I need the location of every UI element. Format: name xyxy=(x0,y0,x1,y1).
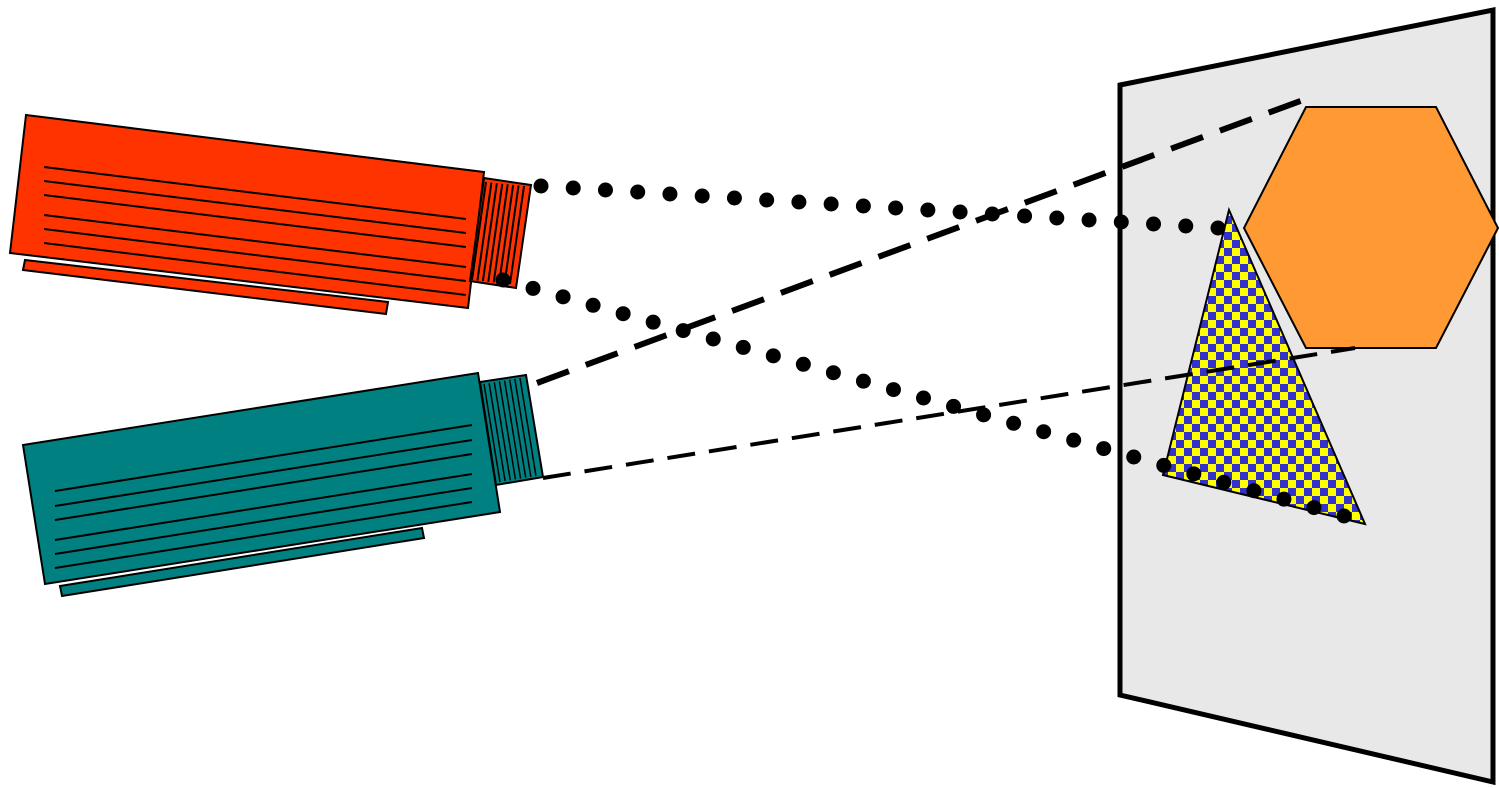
teal-vent-line xyxy=(54,501,473,569)
teal-lens-grille-line xyxy=(508,379,527,478)
teal-lens-grille-line xyxy=(483,383,501,483)
red-lens-grille-line xyxy=(481,183,498,282)
red-beam-bottom-dot xyxy=(1216,474,1232,490)
red-beam-bottom-dotted xyxy=(495,272,1352,524)
red-lens-grille-line xyxy=(509,185,525,285)
red-beam-top-dot xyxy=(791,194,807,210)
red-lens-grille-line xyxy=(503,185,520,284)
red-beam-bottom-dot xyxy=(1066,432,1082,448)
checkered-triangle-shape xyxy=(1161,206,1367,526)
teal-lens-grille-line xyxy=(493,382,512,481)
red-beam-bottom-dot xyxy=(615,306,631,322)
red-beam-top-dot xyxy=(759,192,775,208)
red-beam-top-dot xyxy=(565,180,581,196)
red-lens-grille-line xyxy=(492,184,509,283)
red-projector-vents xyxy=(43,166,467,296)
red-beam-top-dot xyxy=(533,178,549,194)
red-beam-bottom-dot xyxy=(735,339,751,355)
red-projector-base xyxy=(21,258,390,316)
red-beam-top-dot xyxy=(1081,212,1097,228)
teal-lens-grille-line xyxy=(514,378,532,477)
teal-beam-top-dashed xyxy=(535,97,1305,386)
red-beam-top-dot xyxy=(1146,216,1162,232)
red-beam-bottom-dot xyxy=(525,280,541,296)
red-beam-bottom-dot xyxy=(1306,500,1322,516)
red-lens-grille-line xyxy=(487,183,504,282)
red-beam-bottom-dot xyxy=(946,398,962,414)
red-beam-top-dot xyxy=(1113,214,1129,230)
red-beam-bottom-dot xyxy=(1126,449,1142,465)
red-beam-top-dot xyxy=(1017,208,1033,224)
red-projector xyxy=(8,113,533,316)
teal-projector-body xyxy=(21,371,502,586)
teal-vent-line xyxy=(54,473,473,541)
teal-projector-vents xyxy=(54,424,473,569)
red-beam-top-dot xyxy=(952,204,968,220)
red-vent-line xyxy=(43,214,467,268)
red-vent-line xyxy=(43,166,467,220)
teal-lens-grille-line xyxy=(503,380,522,479)
red-beam-bottom-dot xyxy=(916,390,931,406)
red-vent-line xyxy=(43,242,467,296)
red-beam-bottom-dot xyxy=(765,348,781,364)
red-beam-bottom-dot xyxy=(1006,415,1022,431)
red-beam-top-dot xyxy=(597,182,613,198)
red-lens-grille-line xyxy=(471,181,487,281)
red-vent-line xyxy=(43,194,467,248)
red-beam-bottom-dot xyxy=(1246,483,1262,499)
red-beam-top-dot xyxy=(694,188,710,204)
red-beam-bottom-dot xyxy=(705,331,721,347)
red-lens-grille-line xyxy=(476,182,493,281)
teal-projector xyxy=(21,371,545,598)
red-beam-bottom-dot xyxy=(645,314,661,330)
red-beam-bottom-dot xyxy=(675,323,691,339)
red-beam-bottom-dot xyxy=(1156,457,1172,473)
teal-vent-line xyxy=(54,487,473,555)
red-beam-bottom-dot xyxy=(1276,491,1292,507)
red-beam-top-dot xyxy=(888,200,904,216)
red-beam-bottom-dot xyxy=(1036,424,1052,440)
red-beam-bottom-dot xyxy=(855,373,871,389)
red-beam-bottom-dot xyxy=(825,365,841,381)
red-beam-bottom-dot xyxy=(1096,441,1112,457)
red-beam-top-dot xyxy=(1178,218,1194,234)
red-beam-top-dot xyxy=(984,206,1000,222)
red-vent-line xyxy=(43,180,467,234)
teal-projector-base xyxy=(58,526,426,598)
red-beam-top-dot xyxy=(920,202,936,218)
red-projector-body xyxy=(8,113,486,310)
red-lens-grille-line xyxy=(498,184,515,283)
red-beam-top-dot xyxy=(662,186,678,202)
red-beam-bottom-dot xyxy=(885,382,901,398)
red-beam-bottom-dot xyxy=(585,297,601,313)
hexagon-shape xyxy=(1242,106,1499,349)
teal-projector-lens-grille xyxy=(483,377,537,483)
red-beam-bottom-dot xyxy=(555,289,571,305)
red-beam-top-dot xyxy=(855,198,871,214)
red-beam-bottom-dot xyxy=(1186,466,1202,482)
teal-vent-line xyxy=(54,453,473,521)
teal-vent-line xyxy=(54,424,473,492)
red-beam-top-dot xyxy=(726,190,742,206)
red-beam-top-dot xyxy=(1210,220,1226,236)
red-beam-bottom-dot xyxy=(976,407,992,423)
red-projector-lens-grille xyxy=(471,181,525,285)
red-beam-bottom-dot xyxy=(795,356,811,372)
red-beam-top-dotted xyxy=(533,178,1226,236)
teal-lens-grille-line xyxy=(488,383,506,482)
red-beam-bottom-dot xyxy=(495,272,511,288)
red-beam-top-dot xyxy=(630,184,646,200)
red-beam-top-dot xyxy=(823,196,839,212)
teal-vent-line xyxy=(54,439,473,507)
teal-lens-grille-line xyxy=(519,377,537,477)
teal-beam-bottom-dashed xyxy=(542,346,1356,480)
teal-lens-grille-line xyxy=(498,381,517,480)
red-vent-line xyxy=(43,228,467,282)
red-beam-top-dot xyxy=(1049,210,1065,226)
red-beam-bottom-dot xyxy=(1336,508,1352,524)
